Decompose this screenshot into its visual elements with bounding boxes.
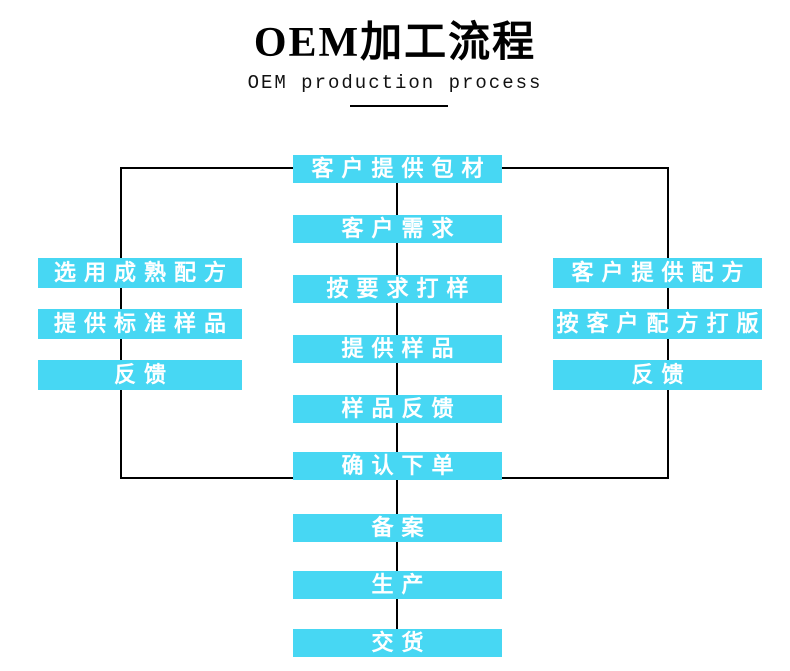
flow-box-select-mature-formula: 选用成熟配方 [38,258,242,288]
flow-box-customer-provides-formula: 客户提供配方 [553,258,762,288]
flow-box-filing: 备案 [293,514,502,542]
title-underline [350,105,448,107]
flow-box-feedback-left: 反馈 [38,360,242,390]
page-title: OEM加工流程 [253,20,537,66]
flow-box-delivery: 交货 [293,629,502,657]
connector-bottom-left-horizontal [120,477,295,479]
flow-box-production: 生产 [293,571,502,599]
connector-top-right-horizontal [500,167,669,169]
flow-box-sample-per-customer-formula: 按客户配方打版 [553,309,762,339]
flow-box-customer-requirements: 客户需求 [293,215,502,243]
page-subtitle: OEM production process [247,72,543,94]
flow-box-provide-standard-sample: 提供标准样品 [38,309,242,339]
flow-box-sample-per-requirements: 按要求打样 [293,275,502,303]
flow-box-confirm-order: 确认下单 [293,452,502,480]
flow-box-feedback-right: 反馈 [553,360,762,390]
flow-box-customer-provides-packaging: 客户提供包材 [293,155,502,183]
connector-bottom-right-horizontal [500,477,669,479]
flow-box-provide-sample: 提供样品 [293,335,502,363]
connector-top-left-horizontal [120,167,295,169]
flow-box-sample-feedback: 样品反馈 [293,395,502,423]
